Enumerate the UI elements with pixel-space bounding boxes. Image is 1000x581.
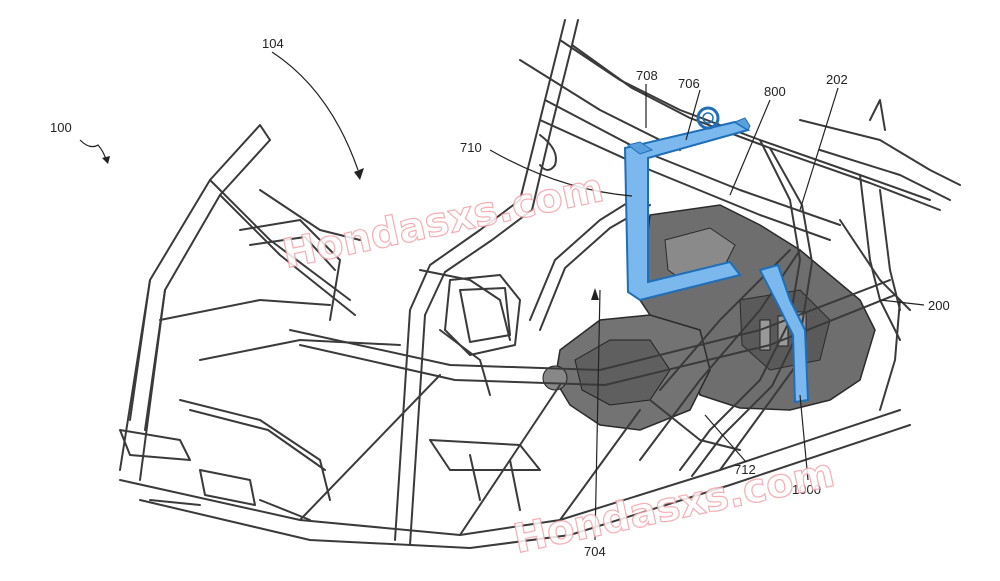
label-202: 202 bbox=[826, 72, 848, 87]
label-712: 712 bbox=[734, 462, 756, 477]
label-704: 704 bbox=[584, 544, 606, 559]
label-706: 706 bbox=[678, 76, 700, 91]
transmission bbox=[542, 314, 711, 431]
watermark-2: Hondasxs.com bbox=[510, 450, 839, 563]
leader-lines bbox=[79, 51, 925, 541]
lift-bracket bbox=[623, 106, 810, 404]
label-710: 710 bbox=[460, 140, 482, 155]
label-200: 200 bbox=[928, 298, 950, 313]
label-1000: 1000 bbox=[792, 482, 821, 497]
leader-104 bbox=[271, 51, 359, 171]
label-100: 100 bbox=[50, 120, 72, 135]
reference-labels: 100 104 708 706 800 202 710 200 712 1000… bbox=[50, 36, 950, 559]
label-708: 708 bbox=[636, 68, 658, 83]
label-800: 800 bbox=[764, 84, 786, 99]
watermark-1: Hondasxs.com bbox=[279, 165, 608, 278]
label-104: 104 bbox=[262, 36, 284, 51]
